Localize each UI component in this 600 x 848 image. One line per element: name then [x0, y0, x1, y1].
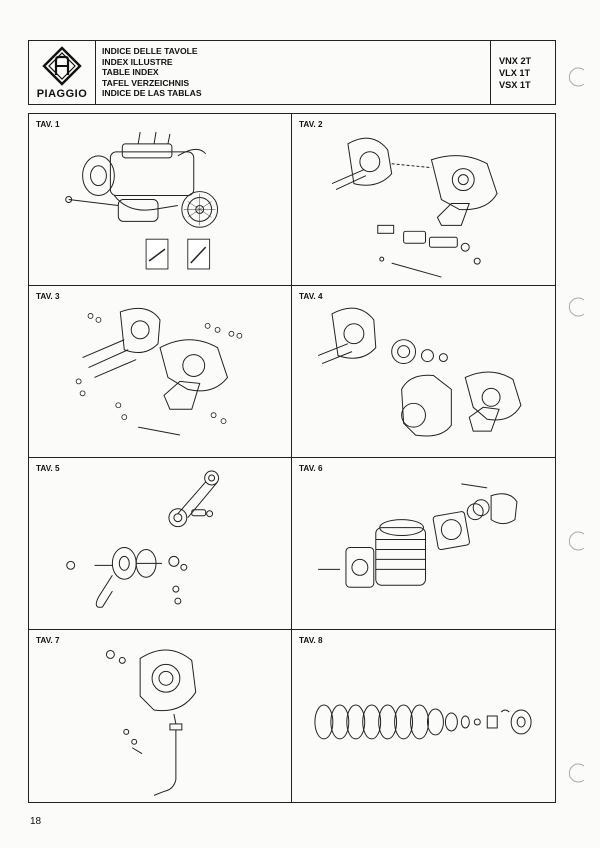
plate-tav-7[interactable]: TAV. 7	[29, 630, 292, 802]
title-es: INDICE DE LAS TABLAS	[102, 88, 202, 99]
plate-label: TAV. 3	[36, 292, 60, 301]
plate-tav-4[interactable]: TAV. 4	[292, 286, 555, 458]
plate-tav-1[interactable]: TAV. 1	[29, 114, 292, 286]
title-fr: INDEX ILLUSTRE	[102, 56, 173, 67]
logo-cell: PIAGGIO	[29, 41, 96, 104]
binder-hole-icon	[568, 763, 585, 783]
plate-label: TAV. 8	[299, 636, 323, 645]
plate-label: TAV. 2	[299, 120, 323, 129]
title-en: TABLE INDEX	[102, 67, 159, 78]
plate-label: TAV. 6	[299, 464, 323, 473]
side-cover-illustration	[105, 649, 197, 796]
manual-booklet-icon	[145, 238, 211, 270]
index-titles: INDICE DELLE TAVOLE INDEX ILLUSTRE TABLE…	[96, 41, 490, 104]
clutch-illustration	[314, 704, 532, 740]
plate-label: TAV. 1	[36, 120, 60, 129]
index-header: PIAGGIO INDICE DELLE TAVOLE INDEX ILLUST…	[28, 40, 556, 105]
plate-tav-6[interactable]: TAV. 6	[292, 458, 555, 630]
plate-tav-3[interactable]: TAV. 3	[29, 286, 292, 458]
crankcase-studs-illustration	[75, 307, 243, 436]
plate-label: TAV. 5	[36, 464, 60, 473]
crankcase-cover-illustration	[317, 307, 522, 437]
crankcase-illustration	[331, 137, 498, 278]
model-item: VNX 2T	[499, 55, 532, 66]
cylinder-illustration	[318, 483, 518, 588]
title-de: TAFEL VERZEICHNIS	[102, 77, 190, 88]
binder-hole-icon	[568, 67, 585, 87]
model-item: VLX 1T	[499, 67, 531, 78]
plate-tav-2[interactable]: TAV. 2	[292, 114, 555, 286]
engine-assembly-illustration	[65, 131, 219, 270]
plate-label: TAV. 7	[36, 636, 60, 645]
piaggio-logo-icon	[42, 45, 82, 86]
binder-hole-icon	[568, 531, 585, 551]
brand-name: PIAGGIO	[36, 87, 88, 100]
binder-hole-icon	[568, 297, 585, 317]
model-list: VNX 2T VLX 1T VSX 1T	[490, 41, 555, 104]
plate-tav-5[interactable]: TAV. 5	[29, 458, 292, 630]
plates-grid: TAV. 1	[28, 113, 556, 803]
title-it: INDICE DELLE TAVOLE	[102, 46, 198, 57]
page-number: 18	[30, 816, 42, 827]
model-item: VSX 1T	[499, 79, 531, 90]
plate-tav-8[interactable]: TAV. 8	[292, 630, 555, 802]
crankshaft-illustration	[66, 470, 220, 608]
plate-label: TAV. 4	[299, 292, 323, 301]
